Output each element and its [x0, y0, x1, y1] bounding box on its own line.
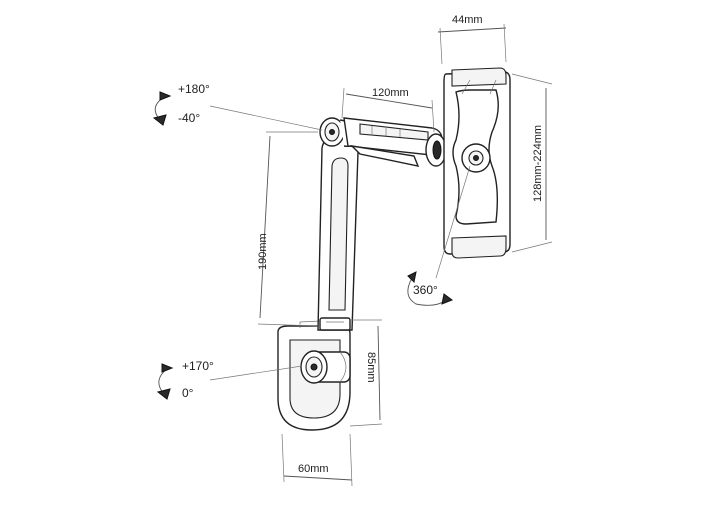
dim-base-width: 60mm: [281, 433, 353, 487]
rotation-holder: 360°: [407, 165, 471, 306]
dim-base-height: 85mm: [349, 319, 383, 427]
angle-label-plus-170: +170°: [182, 359, 214, 373]
holder-joint: [425, 133, 447, 167]
angle-label-zero: 0°: [182, 386, 194, 400]
dim-label-128-224mm: 128mm-224mm: [532, 125, 544, 202]
dim-holder-height: 128mm-224mm: [511, 73, 553, 253]
rotation-top-pivot: +180° -40°: [152, 82, 323, 131]
base-pivot-knob: [300, 350, 351, 384]
long-arm: [317, 135, 360, 331]
dim-upper-arm: 120mm: [341, 87, 435, 133]
dim-label-85mm: 85mm: [365, 352, 377, 383]
dim-label-190mm: 190mm: [257, 233, 269, 270]
dim-holder-width: 44mm: [437, 14, 507, 65]
tablet-holder: [443, 67, 511, 259]
dim-label-120mm: 120mm: [372, 87, 409, 99]
dim-label-44mm: 44mm: [452, 14, 483, 26]
dim-long-arm: 190mm: [257, 131, 319, 327]
dim-label-60mm: 60mm: [298, 463, 329, 475]
angle-label-plus-180: +180°: [178, 82, 210, 96]
angle-label-360: 360°: [413, 283, 438, 297]
rotation-base-pivot: +170° 0°: [156, 359, 303, 400]
angle-label-minus-40: -40°: [178, 111, 200, 125]
